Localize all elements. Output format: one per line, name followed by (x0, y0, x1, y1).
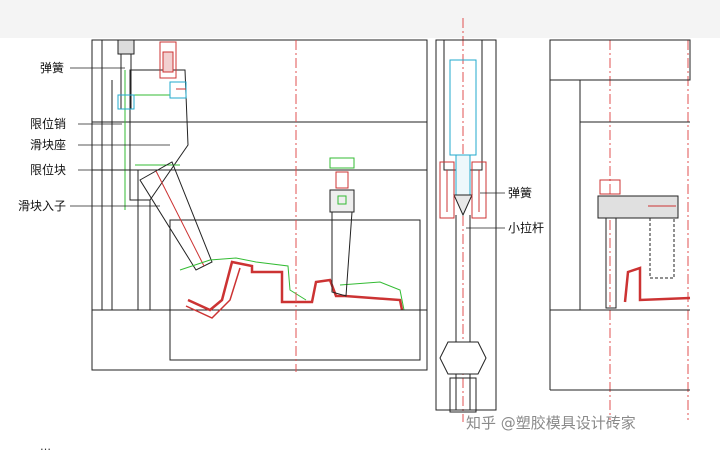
top-clamp-plate (91, 39, 428, 123)
label-spring-left: 弹簧 (40, 60, 64, 75)
pull-rod-assembly (435, 39, 497, 413)
a-plate (91, 121, 428, 171)
right-mold-view (549, 39, 691, 391)
core-block (169, 219, 421, 361)
watermark: 知乎 @塑胶模具设计砖家 (466, 414, 636, 432)
slider-insert (139, 161, 213, 271)
left-mold-assembly (91, 39, 428, 371)
left-spring-bolt (117, 39, 187, 110)
center-ejector-pin (329, 157, 355, 297)
label-slider-insert: 滑块入子 (18, 199, 66, 213)
label-spring-right: 弹簧 (508, 185, 532, 200)
slider-seat (124, 69, 189, 210)
leader-lines (70, 67, 505, 229)
label-slider-seat: 滑块座 (30, 137, 66, 152)
label-small-pull-rod: 小拉杆 (508, 220, 544, 235)
label-limit-pin: 限位销 (30, 116, 66, 131)
bottom-caption: … (40, 440, 51, 452)
top-band (0, 0, 720, 38)
label-limit-block: 限位块 (30, 162, 66, 177)
b-plate (91, 169, 428, 311)
molded-part (179, 257, 420, 319)
centerlines (295, 18, 689, 422)
support-plate (91, 309, 428, 371)
